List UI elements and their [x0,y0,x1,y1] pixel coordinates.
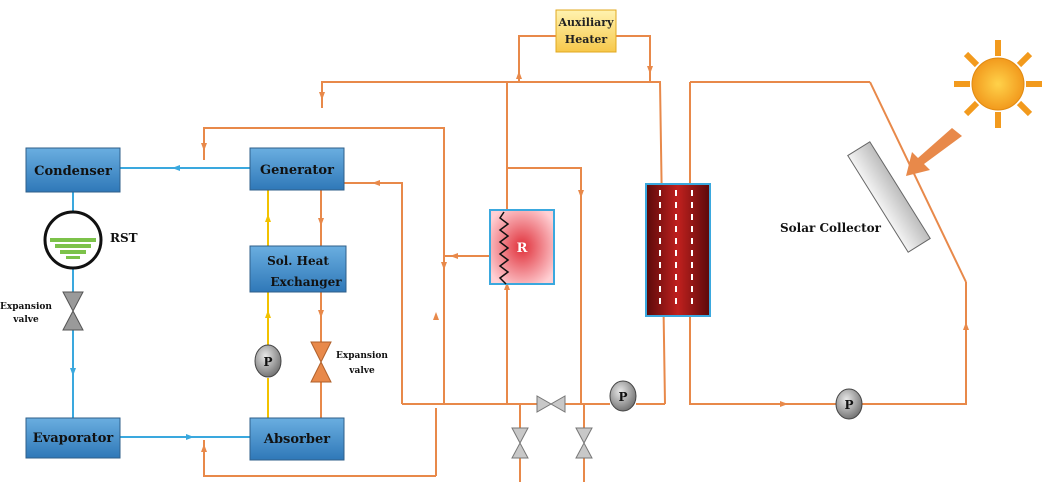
sunlight-arrow-icon [906,128,962,176]
expansion-valve-label-2-line1: Expansion [336,351,388,361]
rst-receiver: RST [43,210,138,270]
condenser-box: Condenser [25,147,121,193]
reactor-box: R [489,209,555,285]
absorber-label: Absorber [263,432,330,447]
absorber-box: Absorber [249,417,345,461]
generator-label: Generator [260,163,334,178]
pump-label-1: P [263,355,272,369]
evaporator-box: Evaporator [25,417,121,459]
expansion-valve-label-1-line1: Expansion [0,302,52,312]
storage-heat-exchanger [645,183,711,317]
sun-icon [954,40,1042,128]
pump-solution: P [254,344,282,378]
reactor-label: R [517,241,528,256]
refrigerant-pipes [72,167,250,438]
pump-label-3: P [844,398,853,412]
aux-label-line2: Heater [565,33,608,46]
solar-collector-panel [847,141,931,253]
valve-horizontal [536,395,566,413]
pump-heating: P [609,380,637,412]
solar-collector-label: Solar Collector [780,221,882,235]
shx-label-line2: Exchanger [270,275,342,289]
generator-box: Generator [249,147,345,191]
solution-heat-exchanger-box: Sol. Heat Exchanger [249,245,347,293]
auxiliary-heater-box: Auxiliary Heater [555,9,617,53]
valve-vertical-right [575,427,593,459]
rst-label: RST [110,231,138,245]
pump-solar: P [835,388,863,420]
evaporator-label: Evaporator [33,431,114,446]
condenser-label: Condenser [34,164,112,179]
valve-vertical-left [511,427,529,459]
expansion-valve-label-1-line2: valve [12,315,39,325]
pump-label-2: P [618,390,627,404]
aux-label-line1: Auxiliary [558,16,615,29]
expansion-valve-solution [310,341,332,383]
expansion-valve-refrigerant [62,291,84,331]
shx-label-line1: Sol. Heat [267,254,329,268]
expansion-valve-label-2-line2: valve [348,366,375,376]
